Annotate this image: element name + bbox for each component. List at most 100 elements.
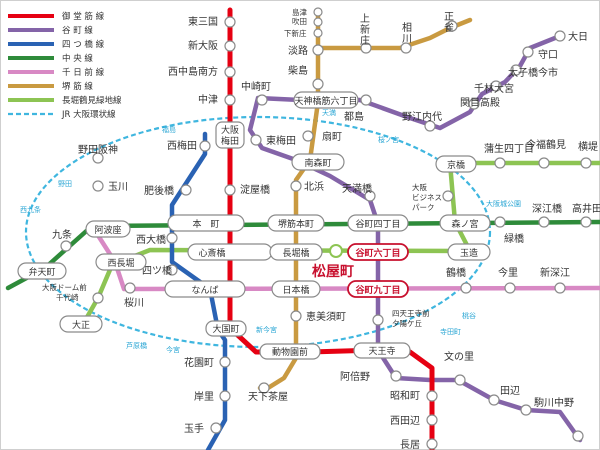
- station-aikawa[interactable]: 相 川: [400, 21, 412, 54]
- station-midoribashi[interactable]: 緑橋: [494, 216, 524, 245]
- station-taisho[interactable]: 大正: [59, 315, 103, 333]
- station-nagai-partial[interactable]: 長居: [400, 438, 438, 450]
- svg-text:谷町九丁目: 谷町九丁目: [355, 284, 400, 296]
- station-tamatsukuri[interactable]: 玉造: [447, 243, 491, 261]
- station-higashimikuni[interactable]: 東三国: [188, 15, 236, 28]
- station-awaza[interactable]: 阿波座: [85, 220, 131, 238]
- station-shojaku[interactable]: 正 雀: [444, 12, 458, 34]
- station-moriguchi[interactable]: 守口: [522, 46, 558, 61]
- station-abeno[interactable]: 阿倍野: [340, 370, 402, 383]
- legend-item-sakaisuji: 堺 筋 線: [8, 81, 93, 92]
- station-yokozutsumi[interactable]: 横堤: [578, 140, 598, 169]
- station-honmachi[interactable]: 本 町: [167, 214, 245, 232]
- station-kyobashi[interactable]: 京橋: [435, 155, 477, 173]
- svg-text:大国町: 大国町: [212, 323, 239, 335]
- svg-text:大正: 大正: [72, 319, 90, 331]
- station-higobashi[interactable]: 肥後橋: [144, 184, 192, 197]
- station-namba[interactable]: なんば: [164, 280, 246, 298]
- station-miyakojima[interactable]: 都島: [344, 94, 372, 123]
- svg-text:昭和町: 昭和町: [390, 390, 420, 402]
- station-kitahama[interactable]: 北浜: [290, 180, 324, 193]
- station-tamagawa[interactable]: 玉川: [92, 180, 128, 193]
- station-dainichi[interactable]: 大日: [554, 30, 588, 43]
- station-gamo4[interactable]: 蒲生四丁目: [484, 142, 534, 169]
- station-komagawa[interactable]: 駒川中野: [520, 396, 574, 416]
- station-tenjinbashi[interactable]: 天神橋筋六丁目: [293, 91, 359, 109]
- station-nishitanabe[interactable]: 西田辺: [390, 414, 438, 427]
- station-daikokucho[interactable]: 大国町: [205, 320, 247, 337]
- legend-item-sennichimae: 千 日 前 線: [8, 67, 105, 78]
- station-umeda[interactable]: 大阪 梅田: [215, 121, 245, 149]
- station-tanimachi9-highlight[interactable]: 谷町九丁目: [347, 280, 409, 298]
- svg-text:下新庄: 下新庄: [284, 28, 307, 38]
- station-shinosaka[interactable]: 新大阪: [188, 39, 236, 52]
- station-fuminosato[interactable]: 文の里: [444, 350, 474, 386]
- station-nakatsu[interactable]: 中津: [198, 93, 236, 106]
- station-osakabusiness[interactable]: 大阪 ビジネス パーク: [412, 182, 454, 212]
- station-hanazonocho[interactable]: 花園町: [184, 356, 231, 369]
- station-kitasenri-partial[interactable]: 島津: [292, 7, 323, 17]
- station-sakuragawa[interactable]: 桜川: [124, 282, 144, 309]
- station-morinomiya[interactable]: 森ノ宮: [439, 214, 491, 232]
- station-imafukutsurumi[interactable]: 今福鶴見: [526, 138, 566, 169]
- svg-text:桜川: 桜川: [124, 296, 144, 309]
- station-imazato[interactable]: 今里: [498, 266, 518, 294]
- svg-text:九条: 九条: [52, 228, 72, 241]
- station-shimoshinjo[interactable]: 下新庄: [284, 28, 323, 38]
- station-nishiohashi[interactable]: 西大橋: [136, 232, 178, 246]
- station-taishibashi[interactable]: 太子橋今市: [508, 64, 558, 79]
- svg-text:東梅田: 東梅田: [266, 134, 296, 147]
- station-takaida[interactable]: 高井田: [572, 202, 600, 228]
- station-kujo[interactable]: 九条: [52, 228, 72, 252]
- station-dobutsuen[interactable]: 動物園前: [259, 343, 321, 360]
- station-shibashima[interactable]: 柴島: [288, 64, 324, 90]
- station-tenmabashi[interactable]: 天満橋: [342, 182, 376, 202]
- station-awajimachi[interactable]: 淡路: [288, 44, 324, 57]
- station-bentencho[interactable]: 弁天町: [17, 262, 67, 280]
- station-shinfukae[interactable]: 新深江: [540, 266, 570, 294]
- station-shinsaibashi[interactable]: 心斎橋: [187, 243, 273, 261]
- station-sembayashiomiya[interactable]: 千林大宮: [474, 80, 514, 95]
- station-tengachaya[interactable]: 天下茶屋: [248, 382, 288, 403]
- station-nakazakicho[interactable]: 中崎町: [241, 80, 271, 106]
- svg-text:大阪城公園: 大阪城公園: [486, 199, 521, 208]
- station-nishinagahori[interactable]: 西長堀: [95, 253, 147, 271]
- station-kamishinjo[interactable]: 上 新 庄: [360, 13, 372, 54]
- station-nagahoribashi[interactable]: 長堀橋: [269, 243, 323, 261]
- station-higashiumeda[interactable]: 東梅田: [250, 134, 296, 147]
- svg-text:日本橋: 日本橋: [282, 284, 309, 296]
- station-tanimachi4[interactable]: 谷町四丁目: [347, 214, 409, 232]
- station-ebisucho[interactable]: 恵美須町: [290, 310, 346, 323]
- svg-text:パーク: パーク: [412, 203, 435, 212]
- station-hirano-partial[interactable]: [572, 430, 584, 442]
- station-tennoji[interactable]: 天王寺: [353, 342, 411, 359]
- station-tsurumibashi[interactable]: 鶴橋: [446, 266, 472, 294]
- station-tanimachi6-highlight[interactable]: 谷町六丁目: [347, 243, 409, 261]
- svg-text:上: 上: [360, 13, 370, 25]
- station-showacho[interactable]: 昭和町: [390, 390, 438, 402]
- station-tanabe[interactable]: 田辺: [488, 385, 520, 406]
- station-yotsubashi[interactable]: 四ツ橋: [142, 264, 178, 277]
- station-yodoyabashi[interactable]: 淀屋橋: [224, 183, 270, 196]
- station-sakaisujihonmachi[interactable]: 堺筋本町: [267, 214, 325, 232]
- station-ogimachi[interactable]: 扇町: [302, 130, 342, 143]
- station-nipponbashi[interactable]: 日本橋: [271, 280, 321, 298]
- svg-text:芦原橋: 芦原橋: [126, 341, 147, 350]
- svg-text:深江橋: 深江橋: [532, 202, 562, 215]
- station-sekimetakadono[interactable]: 関目高殿: [460, 96, 500, 110]
- station-osakadome[interactable]: 大阪ドーム前 千代崎: [42, 282, 104, 304]
- station-shitennoji[interactable]: 四天王寺前 夕陽ケ丘: [372, 308, 430, 328]
- station-noe[interactable]: 野江内代: [402, 110, 442, 132]
- station-nishinakajima[interactable]: 西中島南方: [168, 65, 236, 78]
- svg-text:弁天町: 弁天町: [28, 266, 55, 278]
- station-minamimorimachi[interactable]: 南森町: [291, 153, 345, 171]
- station-nishiumeda[interactable]: 西梅田: [167, 139, 211, 152]
- station-tamade[interactable]: 玉手: [184, 422, 222, 435]
- svg-text:桃谷: 桃谷: [462, 311, 476, 320]
- station-fukaebashi[interactable]: 深江橋: [532, 202, 562, 228]
- station-suita[interactable]: 吹田: [292, 16, 323, 27]
- target-station-marker[interactable]: [329, 244, 343, 258]
- svg-text:今宮: 今宮: [166, 345, 180, 354]
- station-kishinosato[interactable]: 岸里: [194, 390, 231, 403]
- station-nodahanshin[interactable]: 野田阪神: [78, 143, 118, 164]
